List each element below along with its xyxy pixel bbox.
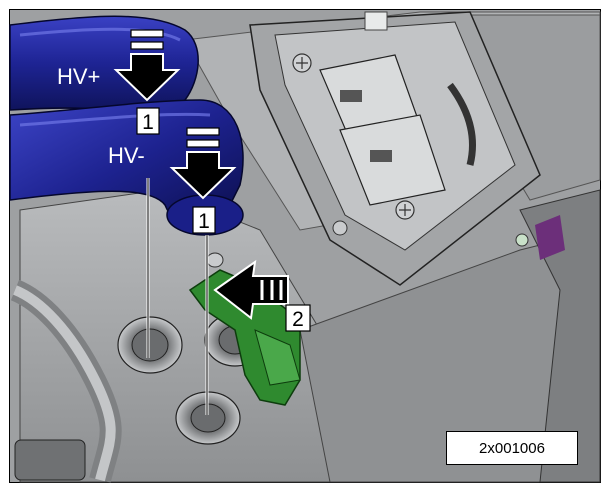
callout-box-1-upper — [136, 107, 160, 135]
plug-socket-lower — [339, 114, 446, 206]
screw-top-cross — [296, 57, 308, 69]
callout-2: 2 — [292, 308, 304, 331]
cable-highlight — [19, 27, 181, 42]
callout-1-lower: 1 — [198, 210, 210, 233]
arrow-1-upper — [113, 29, 181, 102]
pin-slot-upper — [340, 90, 362, 102]
coolant-pipe-highlight — [12, 285, 116, 482]
bolt-center — [206, 252, 224, 268]
label-hv-plus: HV+ — [57, 64, 100, 89]
cable-hv-minus — [9, 99, 244, 229]
screw-bottom-cross — [399, 204, 411, 216]
side-wall — [519, 189, 601, 483]
arrow-1-lower — [169, 127, 237, 200]
socket-hv-minus-inner — [131, 328, 169, 362]
green-latch-tab — [254, 329, 301, 386]
black-hose — [447, 82, 476, 166]
callout-1-upper: 1 — [142, 111, 154, 134]
screw-small — [332, 220, 348, 236]
pin-slot-lower — [370, 150, 392, 162]
callout-box-1-lower — [192, 206, 216, 234]
small-bolt-right — [515, 233, 529, 247]
label-hv-minus: HV- — [108, 143, 145, 168]
callout-box-2 — [285, 304, 311, 332]
reference-code-box: 2x001006 — [446, 431, 578, 465]
purple-tab — [535, 215, 565, 260]
arrow-2 — [213, 259, 289, 320]
cable-highlight-2 — [19, 112, 211, 127]
top-tab — [364, 11, 388, 31]
pipe-fitting — [14, 439, 86, 481]
reference-code: 2x001006 — [479, 439, 545, 457]
